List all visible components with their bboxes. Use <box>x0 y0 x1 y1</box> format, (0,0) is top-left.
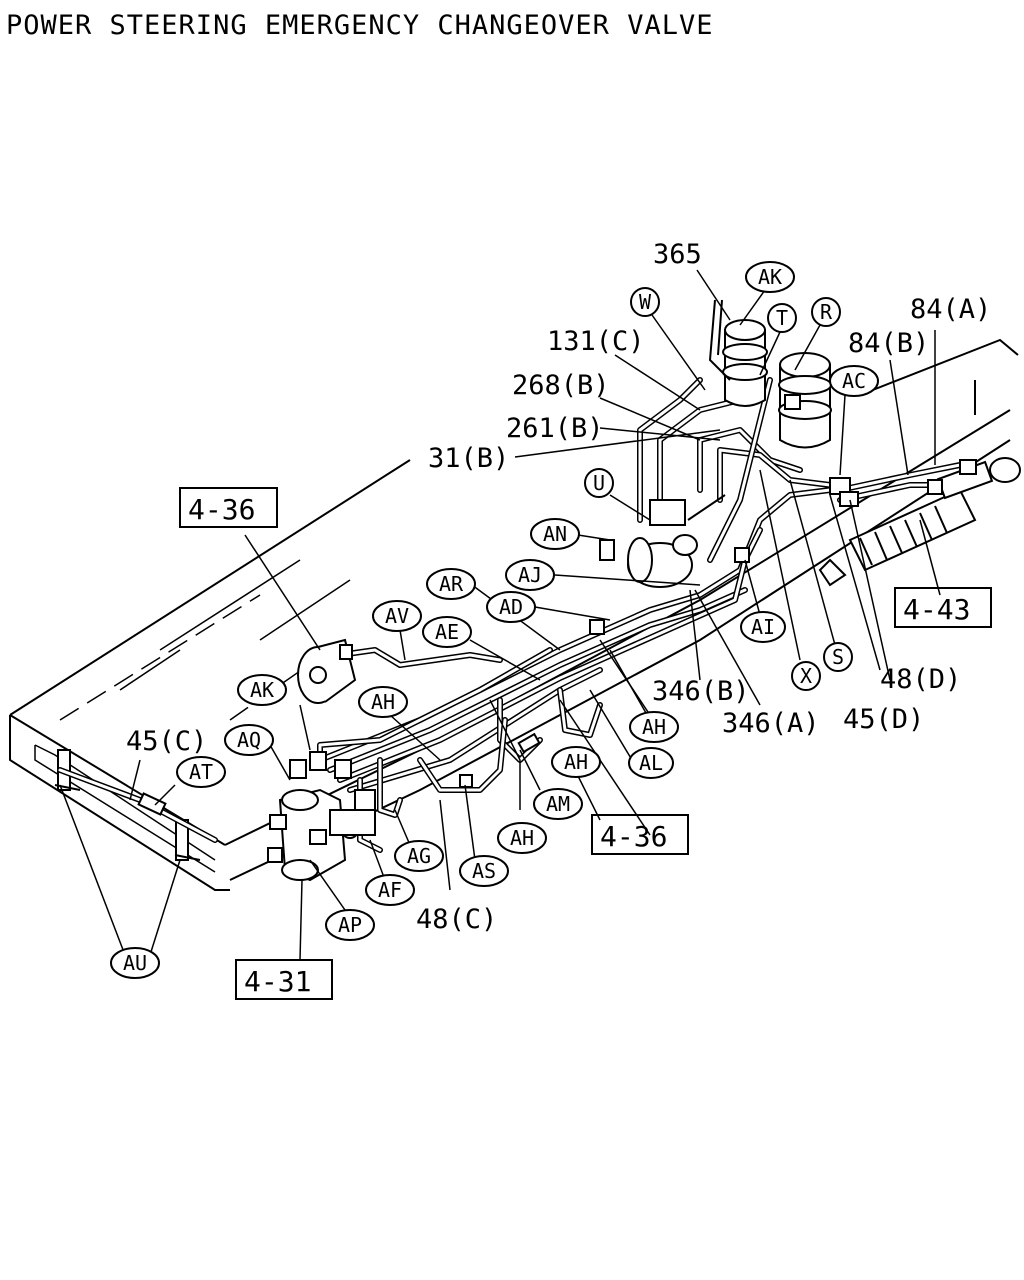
ref-4-36-upper: 4-36 <box>188 493 255 526</box>
callout-ah-3: AH <box>551 746 601 778</box>
page-title: POWER STEERING EMERGENCY CHANGEOVER VALV… <box>6 10 714 41</box>
label-365: 365 <box>653 239 702 270</box>
callout-at: AT <box>176 756 226 788</box>
label-261b: 261(B) <box>506 413 604 444</box>
svg-text:S: S <box>832 645 844 669</box>
callout-al: AL <box>628 747 674 779</box>
label-346b: 346(B) <box>652 676 750 707</box>
svg-text:AE: AE <box>435 620 459 644</box>
ref-box-4-36-upper: 4-36 <box>179 487 278 528</box>
reservoir-tank-left <box>708 299 768 407</box>
label-268b: 268(B) <box>512 370 610 401</box>
fittings <box>459 477 859 788</box>
callout-ar: AR <box>426 568 476 600</box>
svg-text:AH: AH <box>642 715 666 739</box>
ref-box-4-31: 4-31 <box>235 959 333 1000</box>
ref-box-4-36-lower: 4-36 <box>591 814 689 855</box>
svg-text:AG: AG <box>407 844 431 868</box>
callout-t: T <box>767 303 797 333</box>
svg-text:AK: AK <box>758 265 782 289</box>
callout-x: X <box>791 661 821 691</box>
label-45d: 45(D) <box>843 704 924 735</box>
label-48d: 48(D) <box>880 664 961 695</box>
callout-ak-top: AK <box>745 261 795 293</box>
oil-pump <box>297 638 357 704</box>
svg-text:AF: AF <box>378 878 402 902</box>
callout-ac: AC <box>829 365 879 397</box>
callout-ah-1: AH <box>358 686 408 718</box>
callout-as: AS <box>459 855 509 887</box>
callout-ag: AG <box>394 840 444 872</box>
callout-aj: AJ <box>505 559 555 591</box>
reservoir-tank-right <box>778 352 832 449</box>
label-45c: 45(C) <box>126 726 207 757</box>
callout-ak-left: AK <box>237 674 287 706</box>
svg-text:X: X <box>800 664 812 688</box>
svg-text:AJ: AJ <box>518 563 542 587</box>
callout-w: W <box>630 287 660 317</box>
callout-au: AU <box>110 947 160 979</box>
svg-text:AK: AK <box>250 678 274 702</box>
ref-4-36-lower: 4-36 <box>600 820 667 853</box>
svg-text:AP: AP <box>338 913 362 937</box>
svg-text:AN: AN <box>543 522 567 546</box>
svg-text:AI: AI <box>751 615 775 639</box>
label-84a: 84(A) <box>910 294 991 325</box>
pipe-bundle <box>317 377 963 853</box>
callout-ae: AE <box>422 616 472 648</box>
callout-ah-4: AH <box>497 822 547 854</box>
svg-text:AH: AH <box>371 690 395 714</box>
label-84b: 84(B) <box>848 328 929 359</box>
svg-text:AU: AU <box>123 951 147 975</box>
svg-text:AL: AL <box>639 751 663 775</box>
svg-text:AT: AT <box>189 760 213 784</box>
svg-text:AV: AV <box>385 604 409 628</box>
changeover-valve <box>599 494 726 588</box>
svg-text:AQ: AQ <box>237 728 261 752</box>
label-48c: 48(C) <box>416 904 497 935</box>
steering-gear <box>818 457 1021 587</box>
callout-av: AV <box>372 600 422 632</box>
svg-text:AC: AC <box>842 369 866 393</box>
callout-aq: AQ <box>224 724 274 756</box>
callout-am: AM <box>533 788 583 820</box>
ref-box-4-43: 4-43 <box>894 587 992 628</box>
label-346a: 346(A) <box>722 708 820 739</box>
svg-text:W: W <box>639 290 652 314</box>
svg-text:AR: AR <box>439 572 464 596</box>
svg-text:AS: AS <box>472 859 496 883</box>
callout-af: AF <box>365 874 415 906</box>
callout-ad: AD <box>486 591 536 623</box>
callout-ah-2: AH <box>629 711 679 743</box>
callout-s: S <box>823 642 853 672</box>
valve-block <box>267 751 376 882</box>
ref-4-31: 4-31 <box>244 965 311 998</box>
callout-u: U <box>584 468 614 498</box>
svg-text:U: U <box>593 471 605 495</box>
label-31b: 31(B) <box>428 443 509 474</box>
svg-text:AD: AD <box>499 595 523 619</box>
svg-text:AH: AH <box>510 826 534 850</box>
callout-ai: AI <box>740 611 786 643</box>
callout-r: R <box>811 297 841 327</box>
svg-text:AH: AH <box>564 750 588 774</box>
svg-text:R: R <box>820 300 833 324</box>
svg-text:AM: AM <box>546 792 570 816</box>
callout-ap: AP <box>325 909 375 941</box>
label-131c: 131(C) <box>547 326 645 357</box>
ref-4-43: 4-43 <box>903 593 970 626</box>
callout-an: AN <box>530 518 580 550</box>
svg-text:T: T <box>776 306 788 330</box>
